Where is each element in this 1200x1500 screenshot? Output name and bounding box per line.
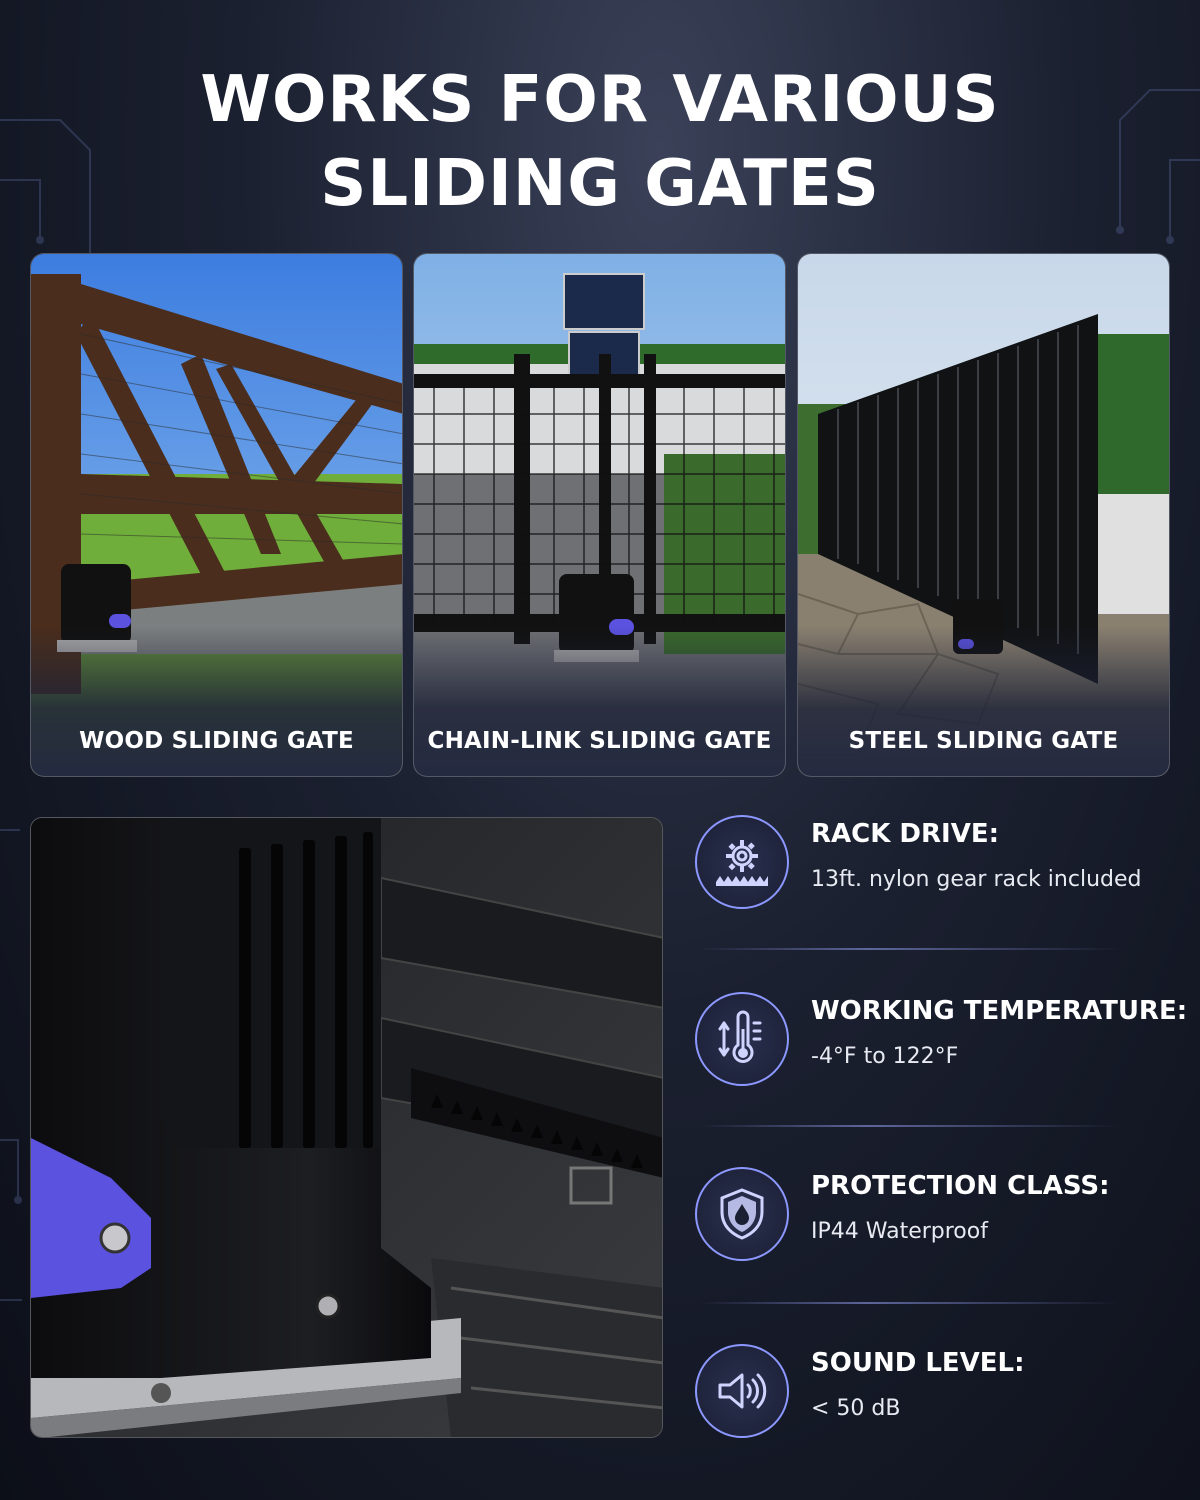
speaker-icon xyxy=(718,1373,767,1409)
feature-rack-drive: RACK DRIVE: 13ft. nylon gear rack includ… xyxy=(695,815,1195,915)
motor-closeup-photo xyxy=(30,817,663,1438)
gear-rack-icon xyxy=(716,840,768,886)
shield-water-icon xyxy=(720,1188,764,1240)
feature-sound-level: SOUND LEVEL: < 50 dB xyxy=(695,1344,1195,1444)
feature-title: SOUND LEVEL: xyxy=(811,1348,1025,1378)
feature-protection-class: PROTECTION CLASS: IP44 Waterproof xyxy=(695,1167,1195,1267)
feature-divider xyxy=(700,948,1120,950)
feature-desc: IP44 Waterproof xyxy=(811,1219,988,1244)
feature-title: WORKING TEMPERATURE: xyxy=(811,996,1188,1026)
feature-desc: < 50 dB xyxy=(811,1396,901,1421)
feature-divider xyxy=(700,1125,1120,1127)
gate-label-wood: WOOD SLIDING GATE xyxy=(79,728,354,754)
feature-desc: 13ft. nylon gear rack included xyxy=(811,867,1142,892)
feature-title: PROTECTION CLASS: xyxy=(811,1171,1110,1201)
gate-label-steel: STEEL SLIDING GATE xyxy=(848,728,1119,754)
feature-desc: -4°F to 122°F xyxy=(811,1044,959,1069)
gate-card-chain-link: CHAIN-LINK SLIDING GATE xyxy=(413,253,786,777)
gate-card-steel: STEEL SLIDING GATE xyxy=(797,253,1170,777)
thermometer-icon xyxy=(718,1010,762,1063)
title-line-1: WORKS FOR VARIOUS xyxy=(200,63,1000,137)
feature-divider xyxy=(700,1302,1120,1304)
motor-illustration xyxy=(31,818,662,1437)
feature-working-temperature: WORKING TEMPERATURE: -4°F to 122°F xyxy=(695,992,1195,1092)
feature-title: RACK DRIVE: xyxy=(811,819,999,849)
page-title: WORKS FOR VARIOUS SLIDING GATES xyxy=(0,58,1200,226)
gate-label-chain-link: CHAIN-LINK SLIDING GATE xyxy=(427,728,772,754)
gate-card-wood: WOOD SLIDING GATE xyxy=(30,253,403,777)
title-line-2: SLIDING GATES xyxy=(320,147,880,221)
